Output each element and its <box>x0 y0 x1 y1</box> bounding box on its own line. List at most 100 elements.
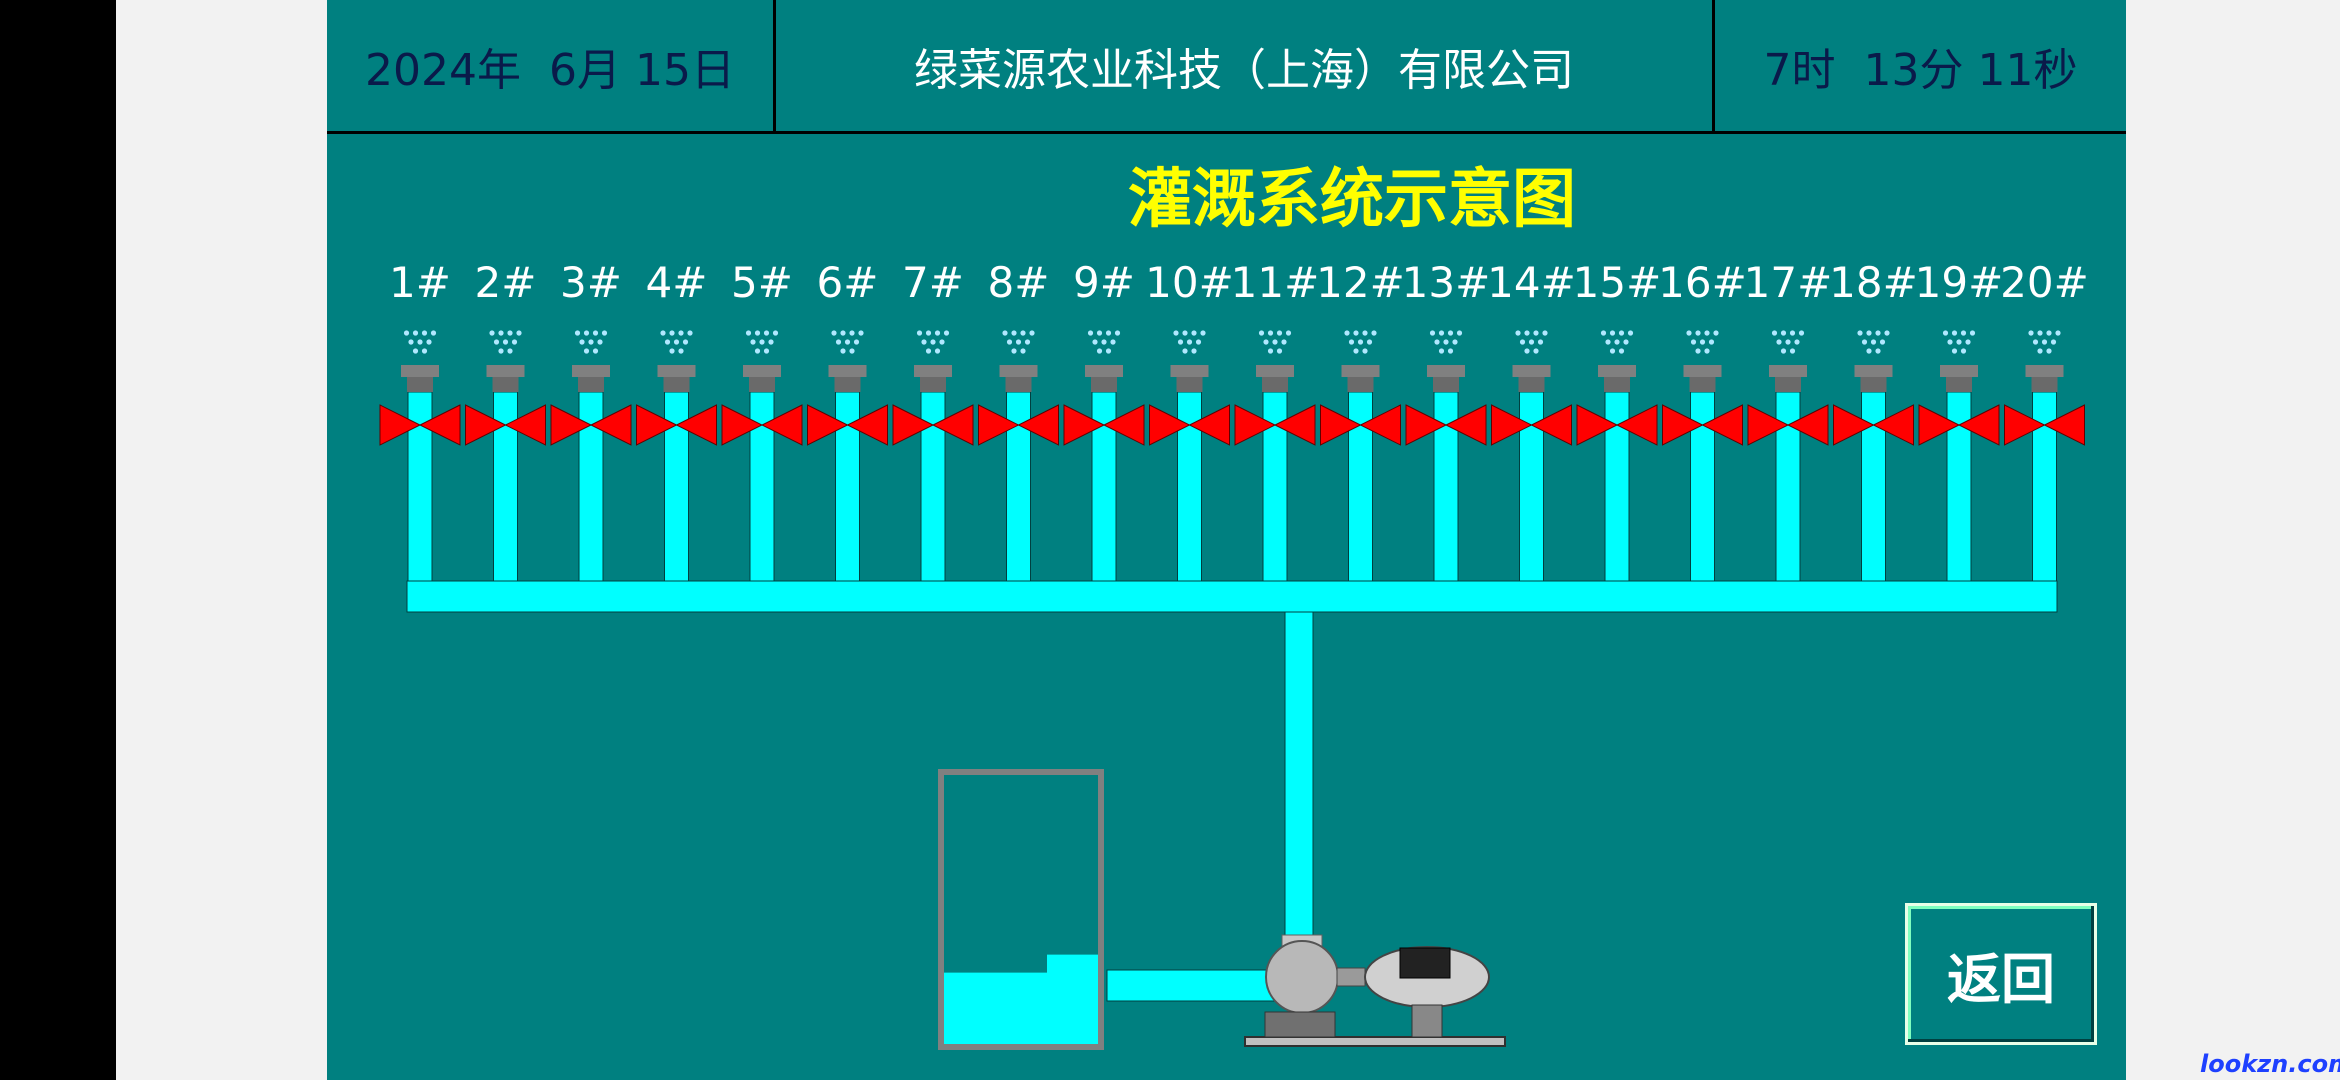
valve-icon[interactable] <box>1063 404 1106 446</box>
spray-droplet <box>1537 339 1544 345</box>
valve-icon[interactable] <box>721 404 764 446</box>
spray-droplet <box>840 330 846 336</box>
valve-icon[interactable] <box>1662 404 1704 446</box>
spray-droplet <box>1020 330 1026 336</box>
nozzle-body <box>1091 377 1117 392</box>
valve-icon[interactable] <box>846 404 888 446</box>
valve-icon[interactable] <box>675 404 717 446</box>
nozzle-head <box>1170 365 1209 377</box>
valve-icon[interactable] <box>1102 404 1145 446</box>
valve-icon[interactable] <box>1444 404 1487 446</box>
nozzle-body <box>1604 377 1630 392</box>
nozzle-body <box>1518 377 1545 392</box>
valve-icon[interactable] <box>589 404 632 446</box>
valve-icon[interactable] <box>1786 404 1829 446</box>
spray-droplet <box>1690 339 1697 345</box>
valve-icon[interactable] <box>504 404 546 446</box>
valve-icon[interactable] <box>1833 404 1875 446</box>
valve-icon[interactable] <box>1188 404 1230 446</box>
spray-droplet <box>678 330 684 336</box>
nozzle-head <box>914 365 952 377</box>
valve-icon[interactable] <box>1957 404 2000 446</box>
valve-icon[interactable] <box>1872 404 1914 446</box>
page-title: 灌溉系统示意图 <box>1128 163 1576 237</box>
spray-droplet <box>1429 330 1436 336</box>
valve-icon[interactable] <box>465 404 507 446</box>
spray-droplet <box>1263 339 1269 345</box>
valve-icon[interactable] <box>1234 404 1277 446</box>
nozzle-head <box>1512 365 1551 377</box>
nozzle-body <box>663 377 690 392</box>
valve-label: 2# <box>474 258 537 307</box>
valve-icon[interactable] <box>1747 404 1790 446</box>
valve-icon[interactable] <box>1149 404 1191 446</box>
spray-droplet <box>1173 330 1179 336</box>
valve-label: 8# <box>987 258 1050 307</box>
valve-icon[interactable] <box>1405 404 1448 446</box>
spray-droplet <box>1960 330 1967 336</box>
spray-droplet <box>673 339 680 345</box>
valve-icon[interactable] <box>418 404 461 446</box>
nozzle-body <box>1005 377 1032 392</box>
valve-icon[interactable] <box>892 404 935 446</box>
nozzle-head <box>828 365 867 377</box>
nozzle-head <box>1085 365 1123 377</box>
spray-droplet <box>1029 330 1035 336</box>
spray-droplet <box>1096 348 1103 354</box>
spray-droplet <box>1002 330 1008 336</box>
valve-icon[interactable] <box>1320 404 1362 446</box>
nozzle-body <box>1347 377 1374 392</box>
left-black-bar <box>0 0 116 1080</box>
spray-droplet <box>2032 339 2039 345</box>
spray-droplet <box>1456 330 1463 336</box>
spray-droplet <box>1771 330 1778 336</box>
spray-droplet <box>493 339 500 345</box>
spray-droplet <box>1951 348 1958 354</box>
valve-icon[interactable] <box>1017 404 1059 446</box>
spray-droplet <box>426 339 432 345</box>
valve-icon[interactable] <box>1918 404 1961 446</box>
valve-label: 1# <box>389 258 451 307</box>
valve-icon[interactable] <box>550 404 593 446</box>
valve-icon[interactable] <box>978 404 1020 446</box>
valve-icon[interactable] <box>1576 404 1619 446</box>
spray-droplet <box>1875 348 1881 354</box>
spray-droplet <box>1789 348 1796 354</box>
valve-icon[interactable] <box>931 404 974 446</box>
valve-icon[interactable] <box>807 404 849 446</box>
pump-base <box>1244 1036 1506 1047</box>
valve-icon[interactable] <box>1615 404 1658 446</box>
valve-icon[interactable] <box>2043 404 2085 446</box>
spray-droplet <box>844 339 851 345</box>
spray-droplet <box>772 330 779 336</box>
nozzle-body <box>1433 377 1459 392</box>
spray-droplet <box>669 348 675 354</box>
spray-droplet <box>1542 330 1548 336</box>
spray-droplet <box>1447 330 1454 336</box>
spray-droplet <box>1105 348 1112 354</box>
valve-icon[interactable] <box>2004 404 2046 446</box>
valve-icon[interactable] <box>379 404 422 446</box>
return-button[interactable]: 返回 <box>1905 903 2097 1045</box>
spray-droplet <box>1609 348 1616 354</box>
spray-droplet <box>1452 339 1458 345</box>
valve-icon[interactable] <box>636 404 678 446</box>
valve-icon[interactable] <box>1701 404 1743 446</box>
spray-droplet <box>1780 330 1787 336</box>
irrigation-diagram <box>379 330 2085 1050</box>
nozzle-body <box>578 377 604 392</box>
spray-droplet <box>489 330 495 336</box>
spray-droplet <box>579 339 585 345</box>
spray-droplet <box>1110 339 1116 345</box>
valve-icon[interactable] <box>1273 404 1316 446</box>
spray-droplet <box>1699 339 1706 345</box>
spray-droplet <box>1861 339 1868 345</box>
valve-icon[interactable] <box>1359 404 1401 446</box>
valve-icon[interactable] <box>760 404 803 446</box>
spray-droplet <box>1947 339 1953 345</box>
spray-droplet <box>750 339 756 345</box>
valve-icon[interactable] <box>1530 404 1572 446</box>
valve-icon[interactable] <box>1491 404 1533 446</box>
spray-droplet <box>1200 330 1206 336</box>
spray-droplet <box>1353 348 1359 354</box>
